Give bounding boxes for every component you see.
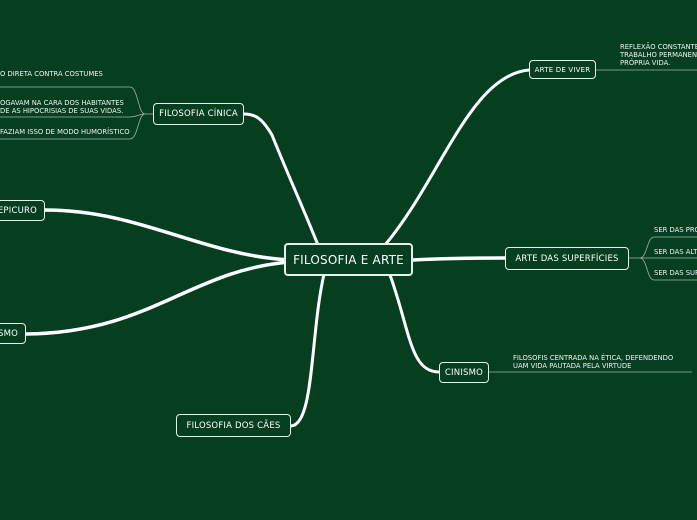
leaf-cinica-3: DE AS HIPOCRISIAS DE SUAS VIDAS.	[0, 107, 124, 115]
leaf-line-cinica	[0, 86, 153, 140]
node-cinismo[interactable]: CINISMO	[439, 362, 489, 383]
leaf-viver-3: PRÓPRIA VIDA.	[620, 59, 671, 67]
leaf-superficies-1: SER DAS PRO	[654, 226, 697, 234]
node-arte-de-viver[interactable]: ARTE DE VIVER	[529, 60, 596, 79]
leaf-cinismo-2: UAM VIDA PAUTADA PELA VIRTUDE	[513, 362, 632, 370]
leaf-viver-2: TRABALHO PERMANENT	[620, 51, 697, 59]
node-epicuro[interactable]: EPICURO	[0, 200, 45, 221]
leaf-cinica-4: FAZIAM ISSO DE MODO HUMORÍSTICO	[0, 128, 130, 136]
link-ismo	[24, 260, 292, 336]
node-filosofia-dos-caes[interactable]: FILOSOFIA DOS CÃES	[176, 414, 291, 437]
leaf-viver-1: REFLEXÃO CONSTANTE	[620, 43, 697, 51]
leaf-superficies-2: SER DAS ALT	[654, 248, 697, 256]
node-arte-das-superficies[interactable]: ARTE DAS SUPERFÍCIES	[505, 247, 629, 270]
link-cinica	[242, 112, 322, 252]
link-epicuro	[43, 208, 292, 262]
link-cinismo	[388, 273, 441, 374]
central-node[interactable]: FILOSOFIA E ARTE	[284, 243, 413, 276]
link-viver	[383, 68, 531, 247]
link-caes	[289, 268, 327, 428]
leaf-cinismo-1: FILOSOFIS CENTRADA NA ÉTICA, DEFENDENDO	[513, 354, 674, 362]
leaf-line-superficies	[629, 236, 697, 281]
node-ismo[interactable]: SMO	[0, 323, 26, 344]
leaf-superficies-3: SER DAS SUF	[654, 269, 697, 277]
leaf-cinica-2: OGAVAM NA CARA DOS HABITANTES	[0, 99, 124, 107]
link-superficies	[411, 256, 507, 262]
node-filosofia-cinica[interactable]: FILOSOFIA CÍNICA	[153, 103, 244, 125]
leaf-cinica-1: O DIRETA CONTRA COSTUMES	[0, 70, 103, 78]
